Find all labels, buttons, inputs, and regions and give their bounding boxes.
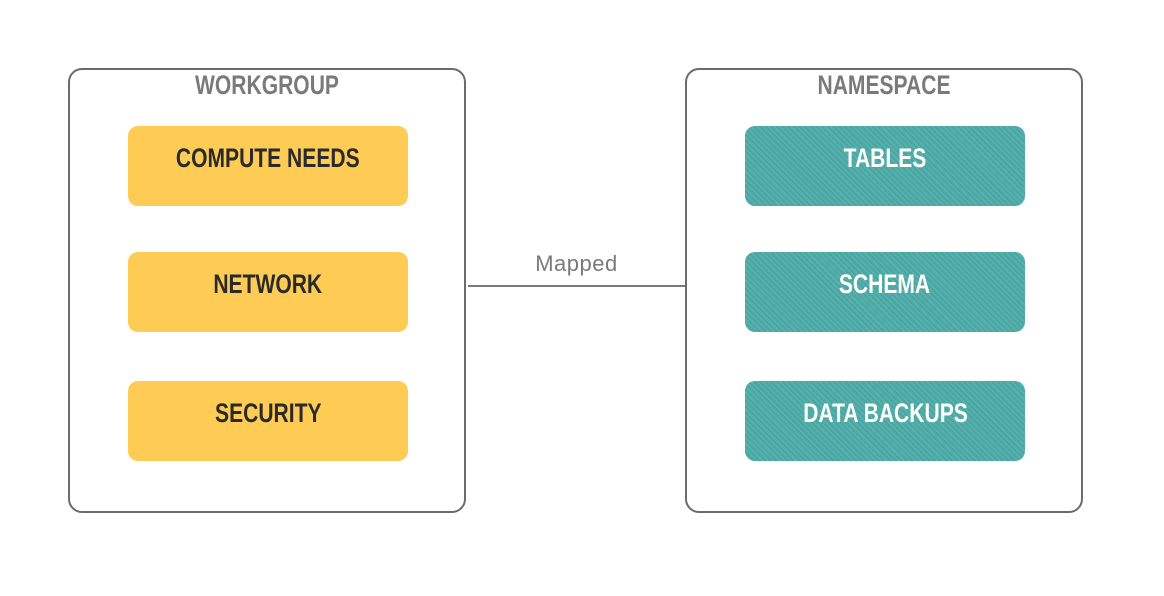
compute-needs-box: COMPUTE NEEDS [128, 126, 408, 206]
network-box: NETWORK [128, 252, 408, 332]
tables-box: TABLES [745, 126, 1025, 206]
namespace-title: NAMESPACE [817, 70, 951, 100]
workgroup-title: WORKGROUP [195, 70, 339, 100]
security-box: SECURITY [128, 381, 408, 461]
mapped-connector-line [468, 285, 685, 287]
schema-box: SCHEMA [745, 252, 1025, 332]
schema-label: SCHEMA [839, 269, 931, 299]
network-label: NETWORK [213, 269, 323, 299]
data-backups-box: DATA BACKUPS [745, 381, 1025, 461]
tables-label: TABLES [843, 143, 927, 173]
compute-needs-label: COMPUTE NEEDS [176, 143, 360, 173]
data-backups-label: DATA BACKUPS [802, 398, 968, 428]
security-label: SECURITY [214, 398, 322, 428]
workgroup-container: WORKGROUP COMPUTE NEEDS NETWORK SECURITY [68, 68, 466, 513]
mapped-connector-label: Mapped [535, 251, 618, 276]
namespace-container: NAMESPACE TABLES SCHEMA DATA BACKUPS [685, 68, 1083, 513]
